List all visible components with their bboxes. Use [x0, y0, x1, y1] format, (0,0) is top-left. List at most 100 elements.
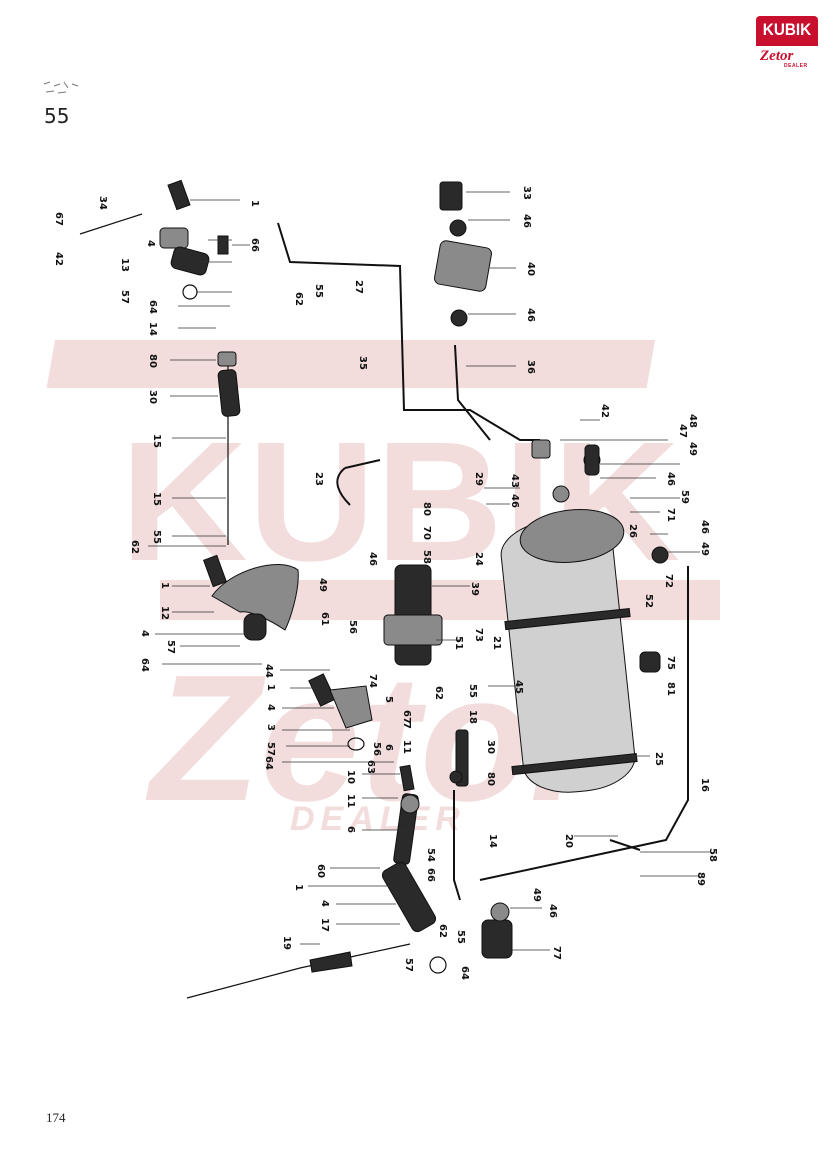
- part-label: 57: [403, 958, 414, 972]
- part-label: 67: [53, 212, 64, 226]
- part-label: 5: [383, 696, 394, 703]
- illegible-page-code: [43, 81, 79, 94]
- part-label: 59: [679, 490, 690, 504]
- part-label: 55: [313, 284, 324, 298]
- part-label: 26: [627, 524, 638, 538]
- part-label: 13: [119, 258, 130, 272]
- part-label: 1: [293, 884, 304, 891]
- part-label: 77: [551, 946, 562, 960]
- part-label: 58: [707, 848, 718, 862]
- part-label: 64: [459, 966, 470, 980]
- part-label: 61: [319, 612, 330, 626]
- part-label: 49: [699, 542, 710, 556]
- part-label: 75: [665, 656, 676, 670]
- part-label: 57: [265, 742, 276, 756]
- part-label: 16: [699, 778, 710, 792]
- part-label: 89: [695, 872, 706, 886]
- part-label: 34: [97, 196, 108, 210]
- part-label: 45: [513, 680, 524, 694]
- part-label: 7: [401, 722, 412, 729]
- page-number: 174: [46, 1110, 66, 1125]
- part-label: 51: [453, 636, 464, 650]
- air-tank: [500, 509, 638, 793]
- part-label: 71: [665, 508, 676, 522]
- part-label: 4: [139, 630, 150, 637]
- part-label: 12: [159, 606, 170, 620]
- part-label: 14: [147, 322, 158, 336]
- part-label: 40: [525, 262, 536, 276]
- pipes: [79, 213, 689, 999]
- part-label: 64: [139, 658, 150, 672]
- part-label: 52: [643, 594, 654, 608]
- part-label: 43: [509, 474, 520, 488]
- part-label: 19: [281, 936, 292, 950]
- logo-bottom-block: Zetor DEALER: [760, 48, 816, 70]
- part-label: 4: [145, 240, 156, 247]
- part-label: 56: [347, 620, 358, 634]
- watermark-bar-top: [46, 340, 656, 388]
- part-label: 42: [53, 252, 64, 266]
- part-label: 15: [151, 492, 162, 506]
- part-label: 6: [345, 826, 356, 833]
- part-label: 55: [467, 684, 478, 698]
- part-label: 46: [521, 214, 532, 228]
- part-label: 1: [265, 684, 276, 691]
- part-label: 48: [687, 414, 698, 428]
- part-label: 42: [599, 404, 610, 418]
- part-label: 10: [345, 770, 356, 784]
- part-label: 49: [687, 442, 698, 456]
- part-label: 64: [263, 756, 274, 770]
- part-label: 21: [491, 636, 502, 650]
- part-label: 39: [469, 582, 480, 596]
- part-label: 80: [421, 502, 432, 516]
- part-label: 17: [319, 918, 330, 932]
- logo-top-block: KUBIK: [756, 16, 818, 46]
- part-label: 74: [367, 674, 378, 688]
- part-label: 55: [151, 530, 162, 544]
- part-labels: 1 34 67 4 66 13 42 57 55 27 62 64 14 80 …: [53, 186, 718, 980]
- part-label: 30: [485, 740, 496, 754]
- part-label: 4: [265, 704, 276, 711]
- part-label: 47: [677, 424, 688, 438]
- part-label: 66: [249, 238, 260, 252]
- part-label: 25: [653, 752, 664, 766]
- part-label: 70: [421, 526, 432, 540]
- part-label: 18: [467, 710, 478, 724]
- logo-brand-text: Zetor: [760, 48, 794, 64]
- part-label: 58: [421, 550, 432, 564]
- part-label: 80: [147, 354, 158, 368]
- part-label: 62: [437, 924, 448, 938]
- part-label: 46: [509, 494, 520, 508]
- part-label: 15: [151, 434, 162, 448]
- part-label: 11: [401, 740, 412, 754]
- part-label: 1: [159, 582, 170, 589]
- part-label: 14: [487, 834, 498, 848]
- part-label: 11: [345, 794, 356, 808]
- part-label: 35: [357, 356, 368, 370]
- part-label: 4: [319, 900, 330, 907]
- leader-lines: [148, 191, 710, 951]
- part-label: 36: [525, 360, 536, 374]
- part-label: 54: [425, 848, 436, 862]
- part-label: 46: [367, 552, 378, 566]
- part-label: 81: [665, 682, 676, 696]
- watermark-sub-text: DEALER: [290, 800, 466, 838]
- part-label: 20: [563, 834, 574, 848]
- part-label: 49: [531, 888, 542, 902]
- part-label: 62: [293, 292, 304, 306]
- figure-number: 55: [44, 104, 70, 128]
- logo-top-text: KUBIK: [762, 20, 812, 39]
- part-label: 27: [353, 280, 364, 294]
- part-label: 55: [455, 930, 466, 944]
- part-label: 3: [265, 724, 276, 731]
- part-label: 73: [473, 628, 484, 642]
- part-label: 24: [473, 552, 484, 566]
- part-label: 72: [663, 574, 674, 588]
- part-label: 57: [165, 640, 176, 654]
- part-label: 67: [401, 710, 412, 724]
- part-label: 64: [147, 300, 158, 314]
- part-label: 44: [263, 664, 274, 678]
- part-label: 29: [473, 472, 484, 486]
- part-label: 49: [317, 578, 328, 592]
